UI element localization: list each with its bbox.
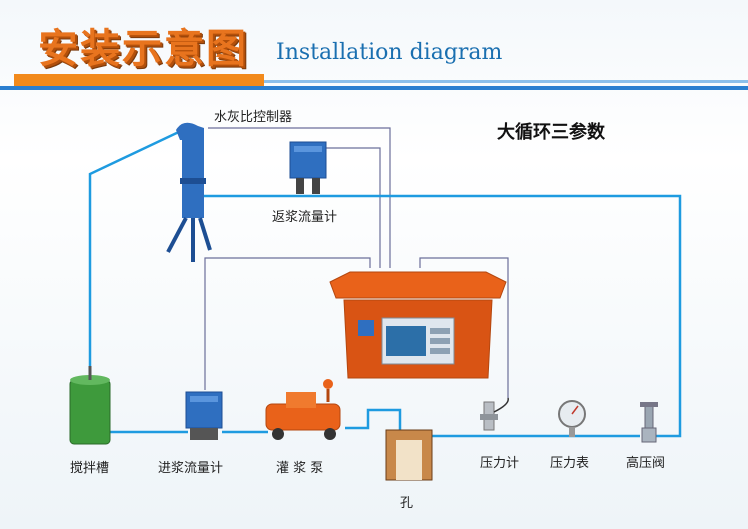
label-mixing-tank: 搅拌槽 <box>70 461 110 476</box>
signal-wires <box>204 127 509 398</box>
pipe-separator-to-tank <box>88 128 184 378</box>
grout-pump-device <box>265 379 341 440</box>
wire-pressure-sensor <box>419 257 509 398</box>
title-underline-orange <box>14 74 264 86</box>
pressure-meter-device <box>558 400 586 437</box>
title-rule-blue <box>0 86 748 90</box>
recorder-device <box>329 271 507 379</box>
pressure-sensor-device <box>480 397 509 431</box>
label-return-flowmeter: 返浆流量计 <box>272 210 338 225</box>
separator-unit <box>166 122 212 262</box>
label-inlet-flowmeter: 进浆流量计 <box>158 461 224 476</box>
page-title-english: Installation diagram <box>276 40 503 65</box>
label-ratio-controller: 水灰比控制器 <box>214 110 293 125</box>
label-pressure-meter: 压力表 <box>550 456 590 471</box>
page-title: 安装示意图 <box>38 26 248 72</box>
hole-device <box>385 429 433 481</box>
return-flowmeter-device <box>289 141 327 194</box>
label-pressure-sensor: 压力计 <box>480 456 520 471</box>
high-pressure-valve-device <box>640 402 658 443</box>
label-grout-pump: 灌 浆 泵 <box>276 461 324 476</box>
pipe-return-top <box>204 194 682 438</box>
diagram-subtitle: 大循环三参数 <box>497 122 605 143</box>
label-hole: 孔 <box>400 496 414 511</box>
wire-inlet-flowmeter <box>204 257 371 390</box>
pipe-pump-to-hole <box>345 408 402 462</box>
mixing-tank-device <box>69 366 111 445</box>
pipe-hole-to-gauges <box>416 434 640 462</box>
title-rule-light <box>264 80 748 83</box>
label-high-pressure-valve: 高压阀 <box>626 456 666 471</box>
wire-ratio-controller <box>208 127 391 268</box>
wire-return-flowmeter <box>318 147 381 268</box>
inlet-flowmeter-device <box>185 391 223 440</box>
